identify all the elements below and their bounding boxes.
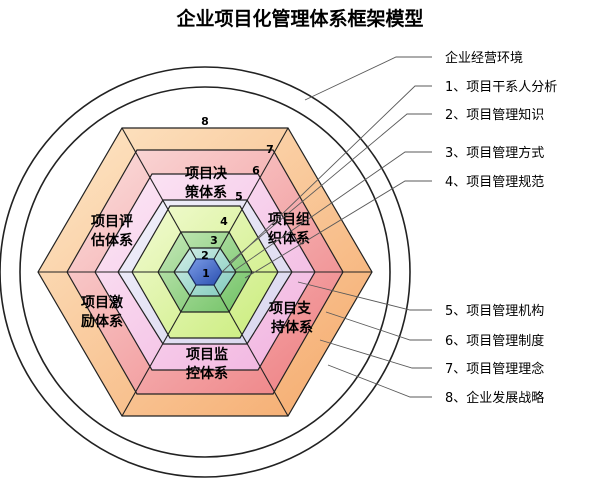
label-business-environment: 企业经营环境 bbox=[445, 50, 523, 66]
layer-number-2: 2 bbox=[201, 249, 209, 262]
svg-text:项目组: 项目组 bbox=[268, 211, 310, 228]
layer-number-5: 5 bbox=[235, 190, 243, 203]
svg-text:控体系: 控体系 bbox=[186, 365, 228, 382]
system-organization: 项目组 织体系 bbox=[268, 211, 310, 247]
leader-lines-lower bbox=[297, 281, 432, 398]
system-monitor: 项目监 控体系 bbox=[186, 346, 228, 382]
svg-text:项目评: 项目评 bbox=[91, 214, 133, 230]
layer-number-1: 1 bbox=[202, 267, 210, 280]
layer-number-4: 4 bbox=[220, 215, 228, 228]
hex-spokes bbox=[38, 127, 372, 417]
svg-text:估体系: 估体系 bbox=[90, 232, 133, 249]
label-pm-philosophy: 7、项目管理理念 bbox=[445, 361, 544, 377]
system-incentive: 项目激 励体系 bbox=[81, 294, 123, 330]
label-development-strategy: 8、企业发展战略 bbox=[445, 390, 544, 406]
system-evaluation: 项目评 估体系 bbox=[90, 214, 133, 249]
svg-text:织体系: 织体系 bbox=[268, 230, 310, 247]
label-pm-knowledge: 2、项目管理知识 bbox=[445, 107, 544, 123]
svg-text:策体系: 策体系 bbox=[184, 184, 227, 201]
svg-text:项目支: 项目支 bbox=[269, 300, 312, 317]
page-title: 企业项目化管理体系框架模型 bbox=[175, 7, 423, 30]
label-pm-method: 3、项目管理方式 bbox=[445, 145, 544, 161]
svg-text:项目决: 项目决 bbox=[185, 165, 228, 182]
layer-number-6: 6 bbox=[252, 164, 260, 177]
svg-text:项目激: 项目激 bbox=[81, 294, 123, 311]
system-support: 项目支 持体系 bbox=[269, 300, 313, 336]
svg-text:持体系: 持体系 bbox=[271, 319, 313, 336]
label-pm-standards: 4、项目管理规范 bbox=[445, 175, 544, 190]
label-pm-organization: 5、项目管理机构 bbox=[445, 304, 544, 319]
svg-text:励体系: 励体系 bbox=[81, 313, 123, 330]
layer-number-8: 8 bbox=[201, 115, 209, 128]
system-decision: 项目决 策体系 bbox=[184, 165, 228, 201]
label-pm-system: 6、项目管理制度 bbox=[445, 333, 544, 349]
label-stakeholder-analysis: 1、项目干系人分析 bbox=[445, 80, 557, 95]
layer-number-7: 7 bbox=[266, 143, 274, 156]
leader-lines-upper bbox=[221, 56, 432, 279]
svg-text:项目监: 项目监 bbox=[186, 346, 228, 363]
layer-number-3: 3 bbox=[210, 234, 218, 247]
